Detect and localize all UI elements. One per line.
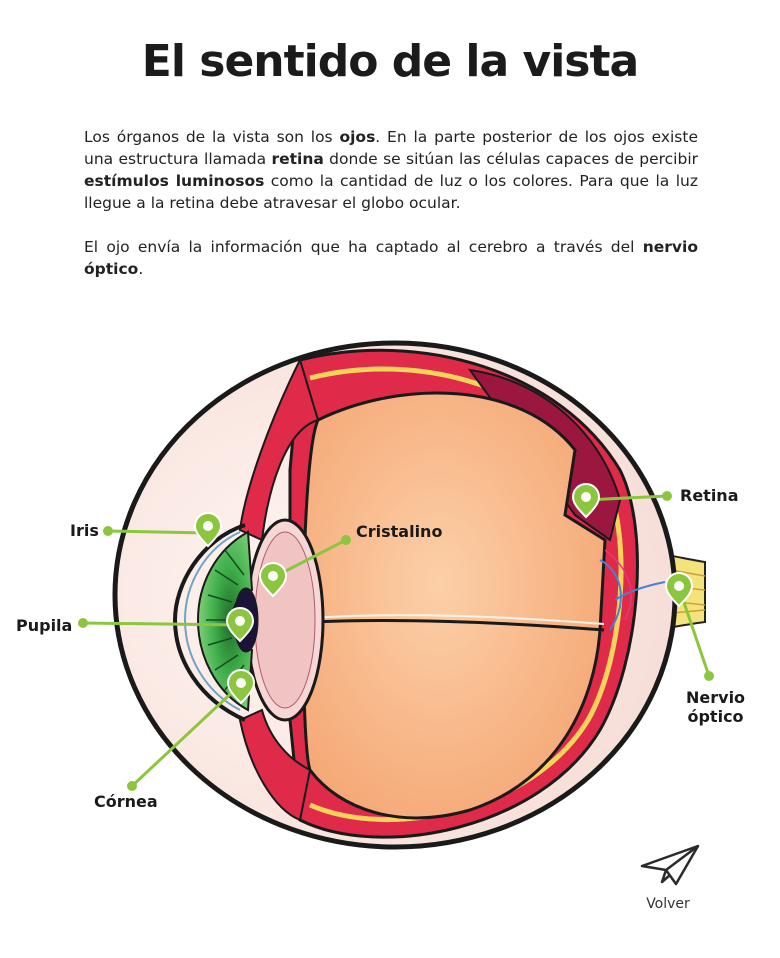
label-iris[interactable]: Iris [70,521,99,540]
nervio-pin-icon [664,572,694,608]
eye-illustration [78,340,714,850]
back-button[interactable]: Volver [628,842,708,912]
retina-pin-icon [571,483,601,519]
back-label: Volver [646,896,690,912]
bold-term: retina [271,150,324,168]
cornea-pin-icon [226,669,256,705]
label-nervio-optico[interactable]: Nervio óptico [686,688,745,726]
cristalino-pin-icon [258,562,288,598]
bold-term: estímulos luminosos [84,172,265,190]
paper-plane-icon [640,844,700,886]
intro-paragraph-1: Los órganos de la vista son los ojos. En… [84,126,698,214]
text-run: Los órganos de la vista son los [84,128,340,146]
pins [193,483,694,705]
label-retina[interactable]: Retina [680,486,739,505]
text-run: . En la parte posterior de los ojos exis… [84,128,699,168]
page-title: El sentido de la vista [141,36,639,87]
label-nervio-line-1: Nervio [686,688,746,707]
text-run: como la cantidad de luz o los colores. P… [84,172,698,212]
iris-dot [103,526,113,536]
label-nervio-line-2: óptico [687,707,744,726]
pupila-dot [78,618,88,628]
cornea [172,523,246,722]
iris-pin-icon [193,512,223,548]
cornea-dot [127,781,137,791]
pupila-pin-icon [225,607,255,643]
text-run: . [138,260,144,278]
eye-diagram: Iris Pupila Córnea Cristalino Retina Ner… [0,300,780,880]
bold-term: ojos [339,128,376,146]
cristalino-dot [341,535,351,545]
intro-paragraph-2: El ojo envía la información que ha capta… [84,236,698,280]
text-run: donde se sitúan las células capaces de p… [323,150,698,168]
retina-dot [662,491,672,501]
intro-text: Los órganos de la vista son los ojos. En… [84,126,698,302]
label-cristalino[interactable]: Cristalino [356,522,443,541]
label-pupila[interactable]: Pupila [16,616,73,635]
label-cornea[interactable]: Córnea [94,792,158,811]
text-run: El ojo envía la información que ha capta… [84,238,643,256]
nervio-dot [704,671,714,681]
bold-term: nervio óptico [84,238,698,278]
